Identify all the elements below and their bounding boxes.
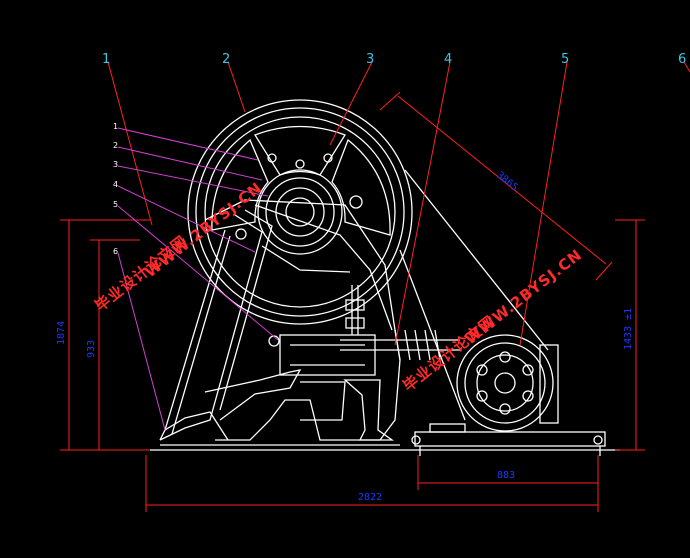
subitem-4: 4 [113,180,118,189]
dimension-lines [60,219,645,512]
callout-2: 2 [222,52,230,67]
callout-6: 6 [678,52,686,67]
dim-left-height-inner: 933 [86,340,97,358]
dim-motor-base: 883 [497,470,515,481]
subitem-leaders [117,127,279,431]
dim-right-height: 1433 ±1 [623,308,634,350]
subitem-5: 5 [113,200,118,209]
subitem-labels: 1 2 3 4 5 6 [113,122,118,256]
callout-1: 1 [102,52,110,67]
subitem-6: 6 [113,247,118,256]
callout-5: 5 [561,52,569,67]
callout-labels: 1 2 3 4 5 6 [102,52,686,67]
subitem-3: 3 [113,160,118,169]
callout-3: 3 [366,52,374,67]
dim-left-height-outer: 1874 [56,321,67,345]
subitem-2: 2 [113,141,118,150]
subitem-1: 1 [113,122,118,131]
dim-overall-width: 2822 [358,492,382,503]
callout-4: 4 [444,52,452,67]
machine-outline [150,99,620,456]
leader-lines [107,61,690,346]
